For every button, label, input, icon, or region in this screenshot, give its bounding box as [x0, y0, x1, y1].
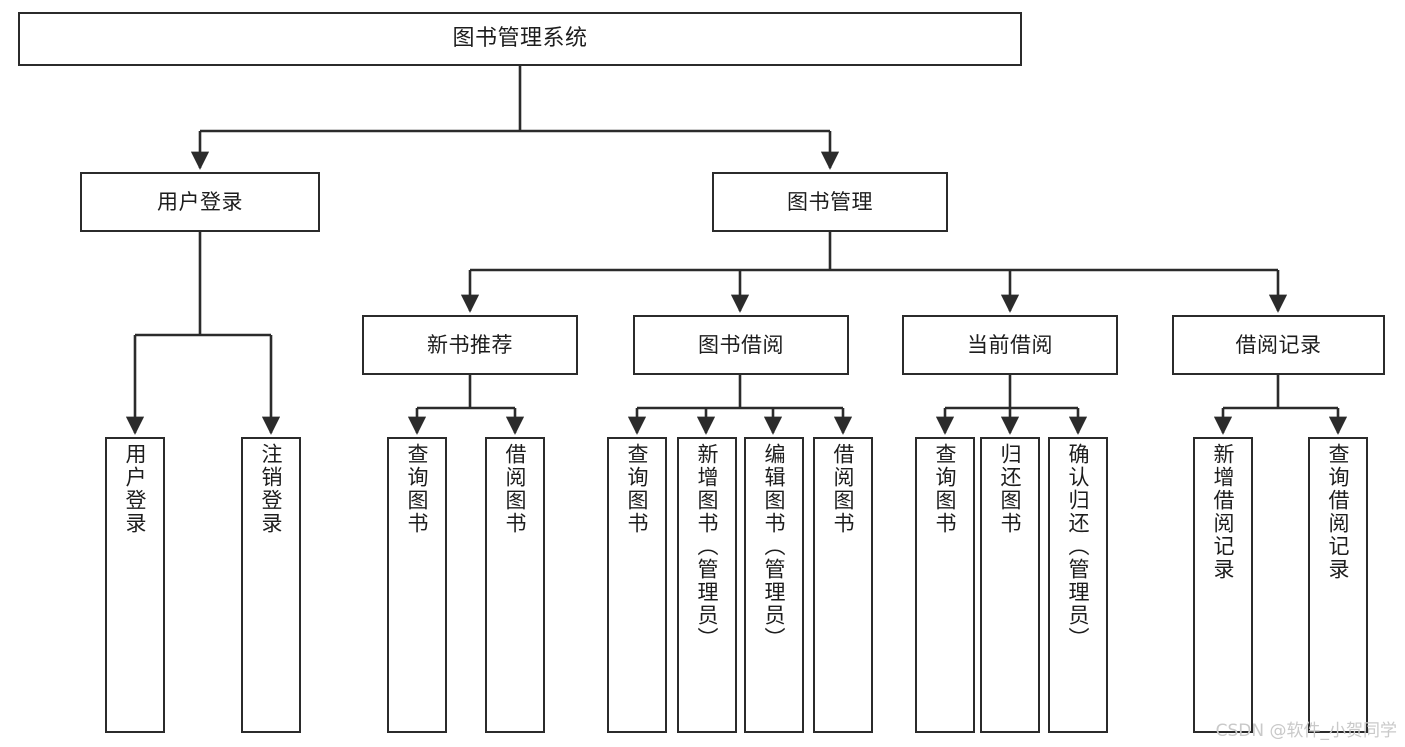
csdn-watermark: CSDN @软件_小贺同学: [1215, 721, 1397, 741]
node-book-borrow[interactable]: 图书借阅: [633, 315, 849, 375]
leaf-user-login-login[interactable]: 用户登录: [105, 437, 165, 733]
leaf-current-borrow-return[interactable]: 归还图书: [980, 437, 1040, 733]
node-root-system[interactable]: 图书管理系统: [18, 12, 1022, 66]
node-label: 图书管理: [787, 189, 873, 214]
node-label: 查询图书: [625, 443, 650, 535]
leaf-book-borrow-add[interactable]: 新增图书（管理员）: [677, 437, 737, 733]
leaf-book-borrow-borrow[interactable]: 借阅图书: [813, 437, 873, 733]
node-new-book-recommend[interactable]: 新书推荐: [362, 315, 578, 375]
leaf-new-book-borrow[interactable]: 借阅图书: [485, 437, 545, 733]
node-label: 查询图书: [405, 443, 430, 535]
node-label: 用户登录: [157, 189, 243, 214]
leaf-current-borrow-confirm-return[interactable]: 确认归还（管理员）: [1048, 437, 1108, 733]
node-label: 借阅图书: [831, 443, 856, 535]
node-user-login[interactable]: 用户登录: [80, 172, 320, 232]
node-label: 新增借阅记录: [1211, 443, 1236, 581]
node-label: 归还图书: [998, 443, 1023, 535]
node-label: 查询借阅记录: [1326, 443, 1351, 581]
node-current-borrow[interactable]: 当前借阅: [902, 315, 1118, 375]
node-book-manage[interactable]: 图书管理: [712, 172, 948, 232]
leaf-user-login-logout[interactable]: 注销登录: [241, 437, 301, 733]
node-label: 新书推荐: [427, 332, 513, 357]
leaf-borrow-record-add[interactable]: 新增借阅记录: [1193, 437, 1253, 733]
node-label: 用户登录: [123, 443, 148, 535]
leaf-borrow-record-query[interactable]: 查询借阅记录: [1308, 437, 1368, 733]
node-borrow-record[interactable]: 借阅记录: [1172, 315, 1385, 375]
node-label: 确认归还（管理员）: [1066, 443, 1091, 650]
leaf-book-borrow-query[interactable]: 查询图书: [607, 437, 667, 733]
node-label: 编辑图书（管理员）: [762, 443, 787, 650]
node-label: 图书管理系统: [452, 26, 588, 52]
node-label: 查询图书: [933, 443, 958, 535]
node-label: 新增图书（管理员）: [695, 443, 720, 650]
node-label: 借阅记录: [1235, 332, 1322, 357]
node-label: 注销登录: [259, 443, 284, 535]
leaf-book-borrow-edit[interactable]: 编辑图书（管理员）: [744, 437, 804, 733]
node-label: 当前借阅: [967, 332, 1053, 357]
node-label: 借阅图书: [503, 443, 528, 535]
leaf-new-book-query[interactable]: 查询图书: [387, 437, 447, 733]
leaf-current-borrow-query[interactable]: 查询图书: [915, 437, 975, 733]
node-label: 图书借阅: [698, 332, 784, 357]
